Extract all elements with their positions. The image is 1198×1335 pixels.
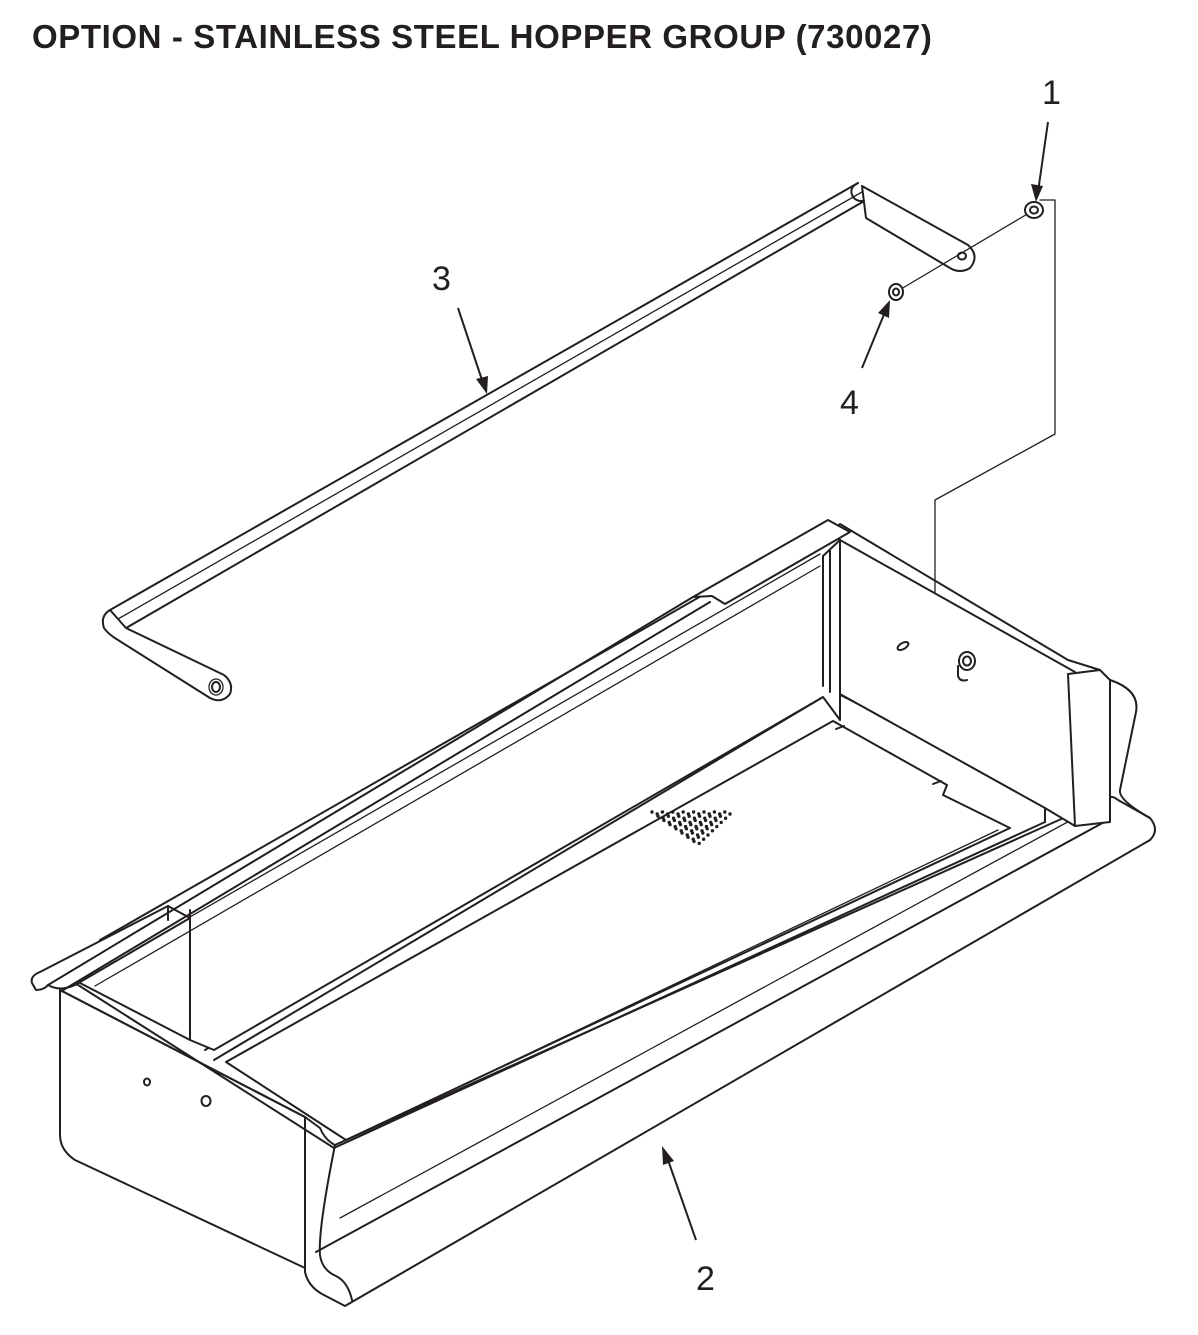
perforation-dot: [708, 814, 712, 818]
perforation-dot: [703, 818, 708, 823]
perforation-dot: [666, 814, 671, 818]
perforation-dot: [714, 818, 718, 823]
callout-3: 3: [432, 260, 488, 394]
perforation-dot: [683, 818, 687, 823]
perforation-dot: [709, 822, 714, 827]
perforation-dot: [662, 818, 666, 823]
callout-2: 2: [662, 1146, 715, 1298]
perforation-dot: [691, 810, 696, 814]
perforation-dot: [680, 831, 684, 835]
perforation-dot: [718, 814, 723, 818]
perforation-dot: [674, 827, 678, 831]
perforation-dot: [690, 831, 695, 835]
perforation-dot: [687, 814, 691, 818]
perforation-dot: [693, 818, 697, 823]
perforation-dot: [705, 827, 709, 831]
perforation-dot: [672, 818, 677, 823]
perforation-dot: [689, 822, 693, 827]
handle-bar-part: [101, 182, 976, 702]
hopper-body-part: [30, 519, 1156, 1307]
perforation-dot: [701, 837, 706, 841]
callout-1-label: 1: [1042, 74, 1061, 112]
perforation-dot: [695, 827, 699, 831]
callout-4: 4: [840, 300, 890, 422]
perforation-dot: [650, 810, 654, 814]
perforation-dot: [706, 833, 710, 837]
perforation-dot: [677, 814, 681, 818]
perforation-dot: [696, 835, 701, 839]
perforation-dot: [723, 816, 728, 820]
perforation-dot: [692, 839, 696, 844]
perforation-dot: [681, 810, 685, 814]
perforation-dot: [701, 831, 705, 835]
perforation-dot: [656, 814, 660, 818]
perforation-dot: [712, 810, 717, 814]
perforation-dot: [697, 814, 702, 818]
callout-2-label: 2: [696, 1260, 715, 1298]
callout-4-label: 4: [840, 384, 859, 422]
perforation-dot: [686, 835, 690, 839]
perforation-dot: [660, 810, 665, 814]
perforation-dot: [678, 822, 683, 827]
perforation-dot: [723, 810, 727, 814]
perforation-dot: [671, 810, 675, 814]
perforation-dot: [699, 822, 703, 827]
perforation-dot: [668, 822, 672, 827]
callout-1: 1: [1031, 74, 1061, 202]
perforation-pattern: [650, 810, 732, 846]
fastener-parts: [888, 199, 1056, 679]
perforation-dot: [719, 820, 723, 825]
perforation-dot: [710, 829, 715, 833]
perforation-dot: [697, 841, 701, 846]
perforation-dot: [728, 812, 732, 816]
perforation-dot: [684, 827, 689, 831]
callout-3-label: 3: [432, 260, 451, 298]
diagram-title: OPTION - STAINLESS STEEL HOPPER GROUP (7…: [32, 18, 933, 55]
perforation-dot: [715, 824, 719, 829]
perforation-dot: [702, 810, 706, 814]
